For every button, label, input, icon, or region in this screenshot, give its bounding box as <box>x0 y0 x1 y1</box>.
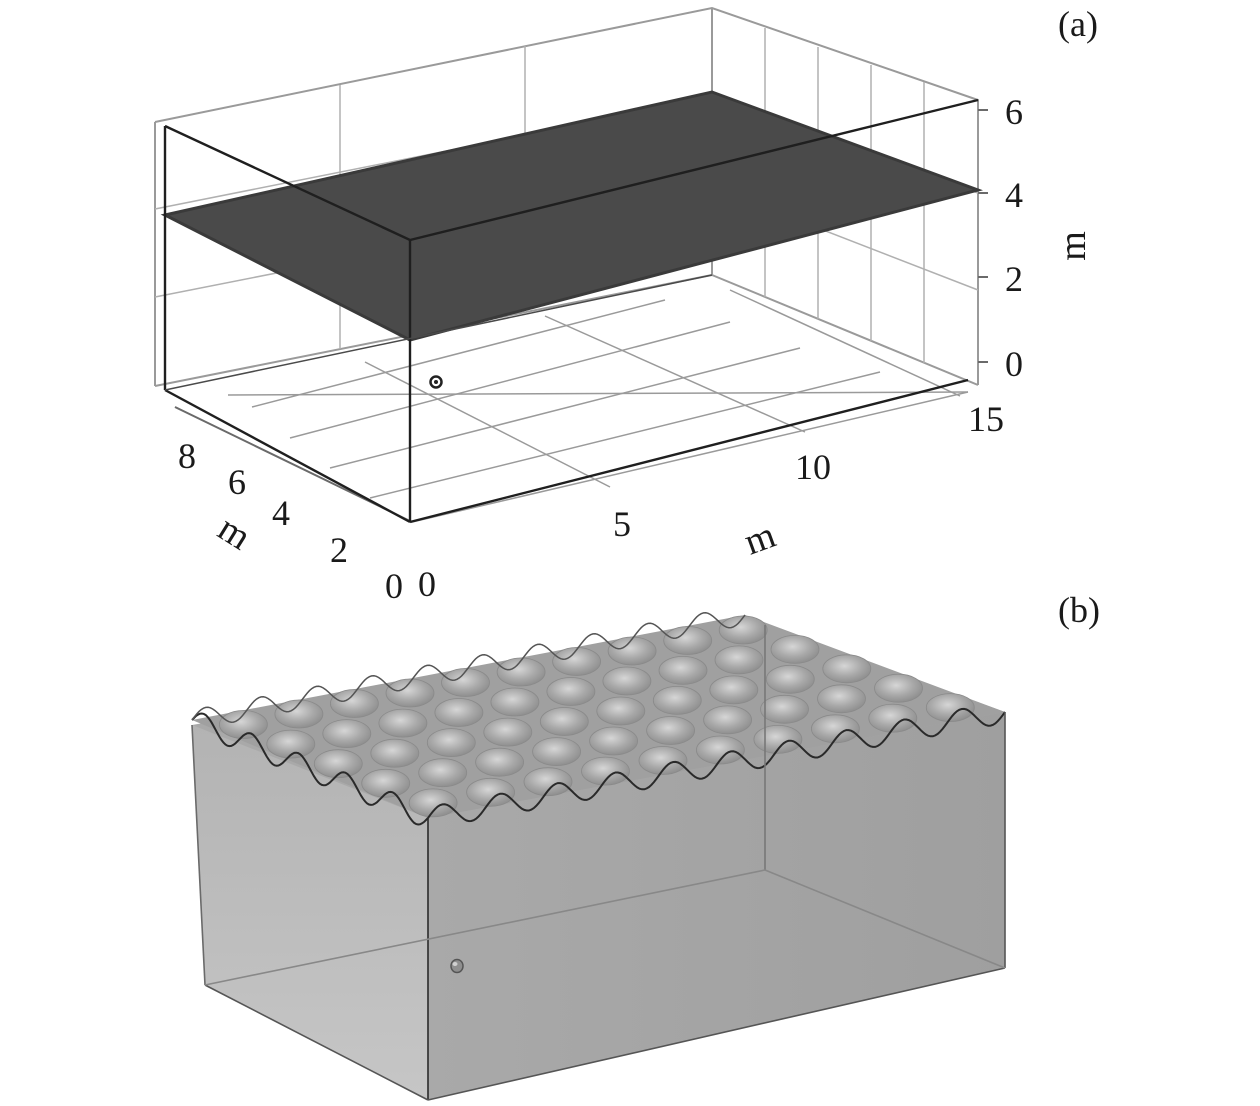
panel-b-wave-edge-back <box>191 612 746 723</box>
panel-a-back-box <box>154 6 979 387</box>
wave-cell <box>703 705 752 735</box>
wave-cell <box>546 677 596 706</box>
panel-b: (b) <box>191 590 1100 1101</box>
wave-cell <box>663 626 713 655</box>
wave-cell <box>329 689 379 718</box>
panel-a: (a) 6 4 2 0 m 15 10 5 0 m 8 6 4 2 0 m <box>154 4 1098 606</box>
wave-cell <box>658 656 708 685</box>
panel-a-sphere <box>429 375 443 389</box>
panel-a-y-tick-6: 6 <box>228 462 246 502</box>
wave-cell <box>770 635 820 664</box>
wave-cell <box>718 615 768 645</box>
wave-cell <box>822 654 872 684</box>
wave-cell <box>441 668 490 697</box>
wave-cell <box>753 725 803 754</box>
panel-b-wave-edge-left <box>191 712 429 826</box>
panel-b-label: (b) <box>1058 590 1100 630</box>
panel-a-x-tick-0: 0 <box>418 564 436 604</box>
wave-cell <box>589 726 638 756</box>
wave-cell <box>370 738 420 768</box>
panel-a-z-tick-6: 6 <box>1005 92 1023 132</box>
wave-cell <box>714 645 764 675</box>
wave-cell <box>434 698 484 727</box>
panel-a-floor-grid <box>174 289 969 523</box>
wave-cell <box>817 684 866 714</box>
panel-b-wave-cells <box>218 615 975 818</box>
panel-a-z-tick-4: 4 <box>1005 175 1023 215</box>
wave-cell <box>646 716 695 745</box>
wave-cell <box>266 729 316 759</box>
wave-cell <box>596 696 646 726</box>
wave-cell <box>760 694 809 724</box>
wave-cell <box>378 708 428 738</box>
wave-cell <box>602 666 652 696</box>
panel-a-label: (a) <box>1058 4 1098 44</box>
wave-cell <box>313 749 363 779</box>
panel-a-y-tick-2: 2 <box>330 530 348 570</box>
wave-cell <box>408 788 458 818</box>
wave-cell <box>274 699 324 729</box>
wave-cell <box>385 678 435 708</box>
wave-cell <box>218 710 268 739</box>
panel-b-wave-edge-right <box>427 707 1006 823</box>
wave-cell <box>607 636 657 666</box>
wave-cell <box>483 717 533 747</box>
wave-cell <box>523 767 573 797</box>
wave-cell <box>496 657 546 687</box>
wave-cell <box>925 693 975 722</box>
wave-cell <box>765 664 815 694</box>
wave-cell <box>532 737 581 766</box>
wave-cell <box>868 703 918 733</box>
panel-a-water-surface <box>160 90 983 342</box>
panel-a-front-box <box>163 98 979 524</box>
wave-cell <box>539 707 589 736</box>
panel-a-z-tick-2: 2 <box>1005 259 1023 299</box>
wave-cell <box>811 714 860 744</box>
wave-cell <box>490 687 540 717</box>
panel-b-right-face <box>428 712 1005 1100</box>
panel-a-y-tick-4: 4 <box>272 493 290 533</box>
wave-cell <box>709 675 759 705</box>
wave-cell <box>361 768 411 798</box>
wave-cell <box>581 756 630 786</box>
wave-cell <box>466 777 516 807</box>
panel-a-y-tick-8: 8 <box>178 436 196 476</box>
panel-a-x-axis-label: m <box>739 514 781 564</box>
panel-b-box-edges <box>191 625 1006 1101</box>
wave-cell <box>638 746 688 775</box>
wave-cell <box>475 747 525 777</box>
panel-a-x-tick-5: 5 <box>613 504 631 544</box>
panel-a-z-tick-0: 0 <box>1005 344 1023 384</box>
panel-a-y-tick-0: 0 <box>385 566 403 606</box>
wave-cell <box>418 758 468 788</box>
wave-cell <box>552 647 601 676</box>
wave-cell <box>322 719 372 748</box>
wave-cell <box>874 673 923 703</box>
panel-a-x-tick-15: 15 <box>968 399 1004 439</box>
panel-a-z-axis-label: m <box>1052 231 1094 261</box>
panel-b-left-face <box>192 725 428 1100</box>
panel-b-sphere <box>450 958 464 974</box>
panel-a-x-tick-10: 10 <box>795 447 831 487</box>
wave-cell <box>426 728 476 757</box>
wave-cell <box>652 686 702 715</box>
wave-cell <box>696 735 745 765</box>
panel-a-y-axis-label: m <box>211 507 258 558</box>
